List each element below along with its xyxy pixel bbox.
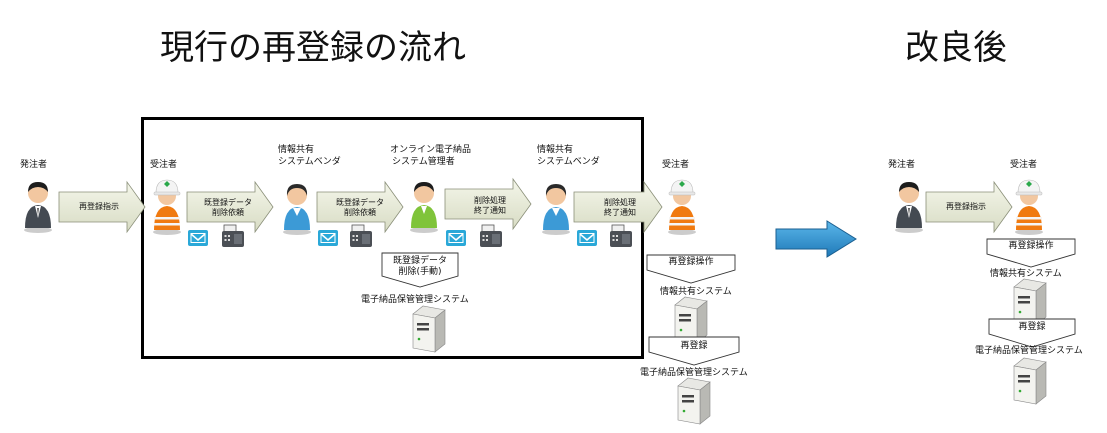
arrow-label: 再登録指示 [79,202,119,211]
actor-label-contractor: 受注者 [150,160,178,170]
fax-icon [479,224,503,248]
system-label-info-share: 情報共有システム [660,287,732,297]
callout-reregister [988,318,1076,348]
actor-label-vendor-2: システムベンダ [537,157,600,167]
system-label-info-share: 情報共有システム [990,269,1062,279]
page-title-current: 現行の再登録の流れ [160,28,466,68]
arrow-label: 既登録データ 削除依頼 [204,198,252,217]
callout-reregister-op [986,238,1076,268]
person-blue-icon [283,184,311,235]
callout-reregister [648,336,740,366]
arrow-label: 再登録指示 [946,202,986,211]
fax-icon [221,224,245,248]
arrow-delete-done-2 [573,180,663,234]
arrow-label: 削除処理 終了通知 [604,198,636,217]
arrow-delete-request [186,180,274,234]
arrow-reregister-instruction [58,180,146,234]
arrow-delete-request-2 [316,180,404,234]
arrow-reregister-instruction [925,180,1013,234]
server-icon [1013,357,1047,405]
callout-label: 再登録操作 [1008,241,1054,251]
arrow-label: 削除処理 終了通知 [474,196,506,215]
fax-icon [609,224,633,248]
callout-label: 再登録 [1018,322,1046,332]
actor-label-vendor-1: 情報共有 [537,145,574,155]
person-green-icon [410,182,438,233]
person-suit-icon [24,182,52,233]
actor-label-orderer: 発注者 [20,160,48,170]
server-icon [677,377,711,425]
actor-label-contractor: 受注者 [662,160,690,170]
person-suit-icon [895,182,923,233]
actor-label-vendor-1: 情報共有 [278,145,315,155]
worker-helmet-icon [152,179,182,236]
highlight-frame [141,117,644,359]
actor-label-orderer: 発注者 [888,160,916,170]
callout-label: 再登録 [680,341,708,351]
callout-label: 既登録データ 削除(手動) [392,256,447,277]
mail-icon [317,229,339,247]
arrow-label: 既登録データ 削除依頼 [336,198,384,217]
big-arrow-icon [775,220,857,258]
mail-icon [187,229,209,247]
callout-label: 再登録操作 [668,257,714,267]
actor-label-admin-1: オンライン電子納品 [390,145,472,155]
person-blue-icon [542,184,570,235]
actor-label-admin-2: システム管理者 [392,157,455,167]
system-label-archive: 電子納品保管管理システム [975,346,1083,356]
mail-icon [445,229,467,247]
worker-helmet-icon [1014,179,1044,236]
page-title-improved: 改良後 [905,28,1007,68]
mail-icon [576,229,598,247]
worker-helmet-icon [667,179,697,236]
actor-label-contractor: 受注者 [1010,160,1038,170]
callout-reregister-op [646,254,736,284]
server-icon [412,305,446,353]
fax-icon [349,224,373,248]
arrow-delete-done [444,177,532,231]
actor-label-vendor-2: システムベンダ [278,157,341,167]
callout-manual-delete [381,252,459,288]
system-label-archive: 電子納品保管管理システム [361,295,469,305]
system-label-archive: 電子納品保管管理システム [640,368,748,378]
